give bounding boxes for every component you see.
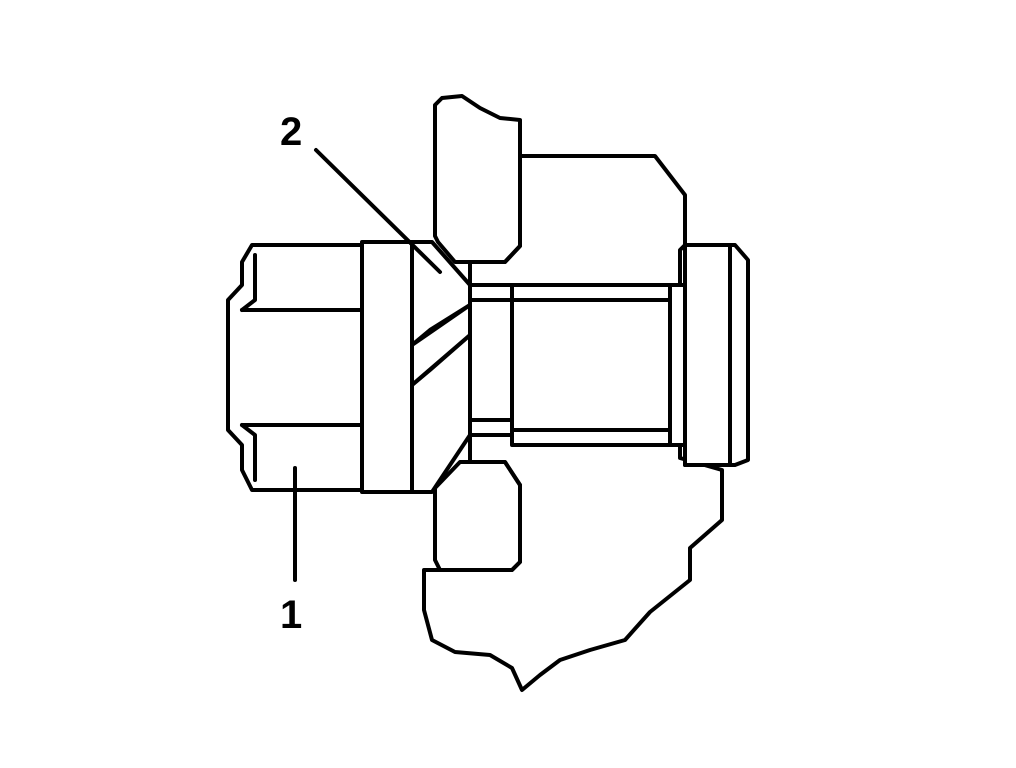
callout-1: 1 xyxy=(280,593,302,637)
bolt-shank xyxy=(468,283,517,437)
hex-bolt-head xyxy=(226,243,364,492)
callout-2: 2 xyxy=(280,110,302,154)
leader-line-2 xyxy=(314,148,442,274)
plate-section xyxy=(433,94,522,572)
washer-flange xyxy=(360,240,472,494)
sleeve xyxy=(510,283,672,447)
right-nut xyxy=(668,243,750,467)
